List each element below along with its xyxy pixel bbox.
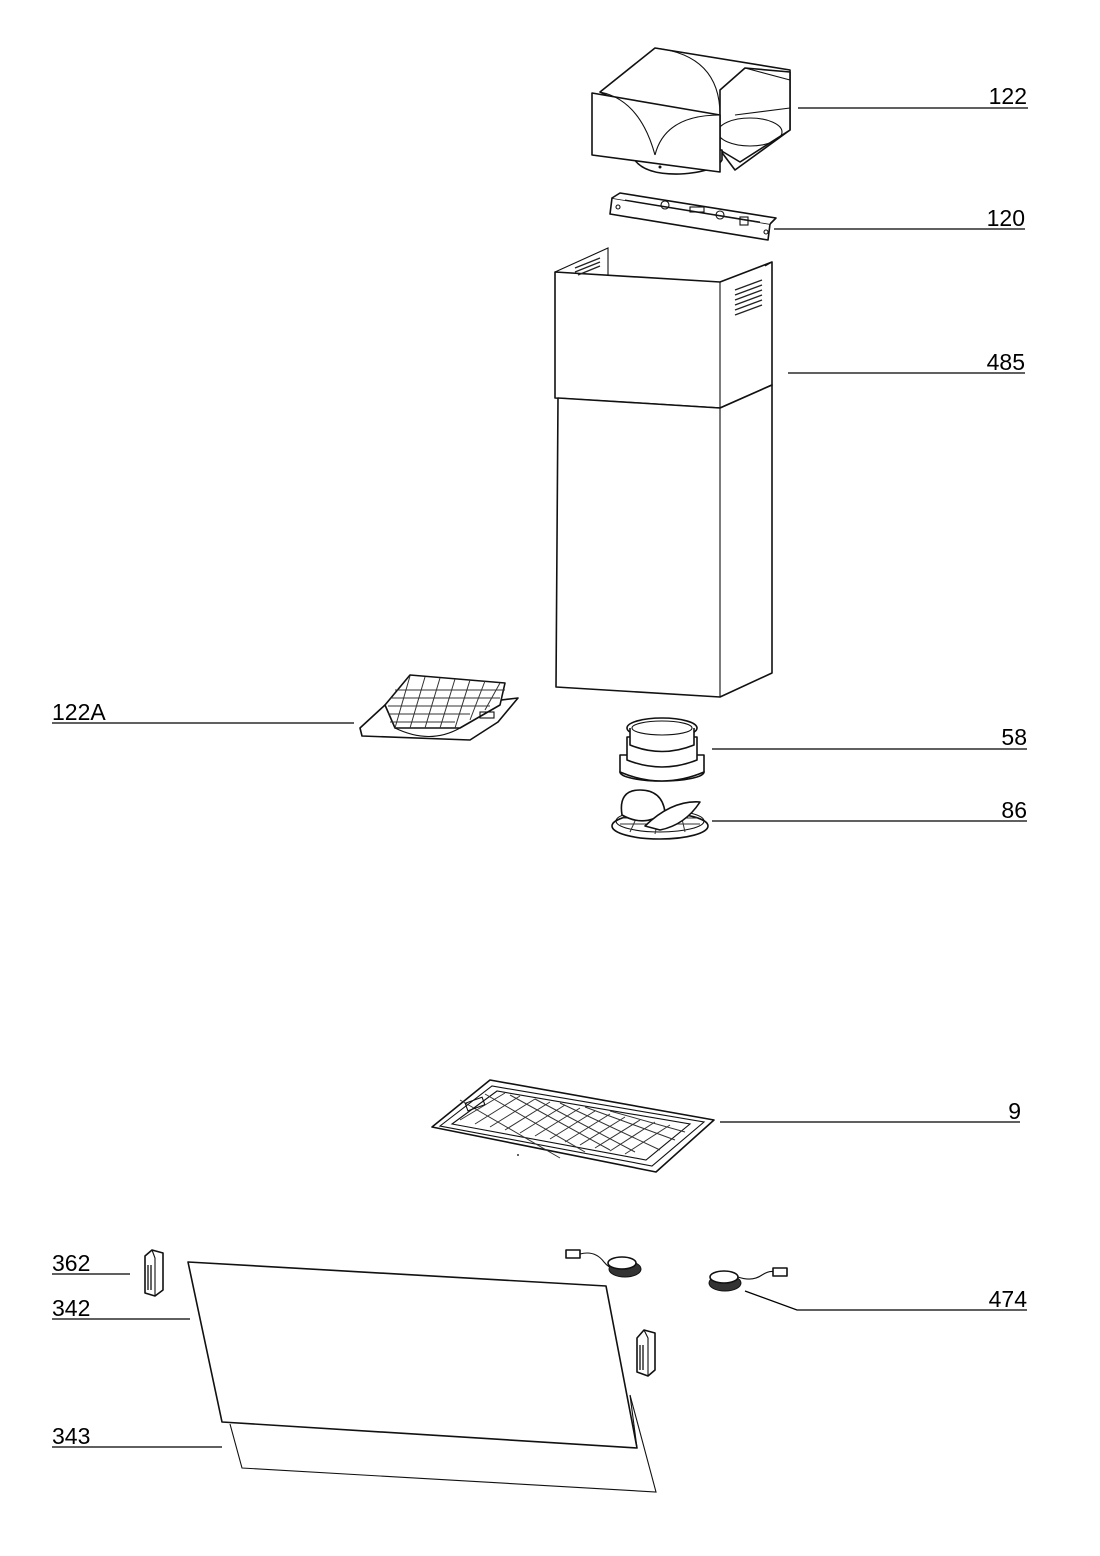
label-342: 342 xyxy=(52,1295,90,1321)
part-120-mounting-bracket xyxy=(609,192,777,241)
part-labels: 122 120 485 122A 58 86 9 362 342 474 343 xyxy=(52,83,1027,1449)
part-474-lamp-right xyxy=(708,1267,788,1292)
label-9: 9 xyxy=(1008,1098,1021,1124)
part-362-light-fixture-left xyxy=(144,1249,164,1297)
leader-lines xyxy=(52,107,1028,1448)
label-122: 122 xyxy=(989,83,1027,109)
label-343: 343 xyxy=(52,1423,90,1449)
label-485: 485 xyxy=(987,349,1025,375)
part-485-chimney xyxy=(554,247,773,698)
part-343-lower-panel xyxy=(229,1394,657,1493)
chimney-vent-left xyxy=(574,257,601,276)
label-122A: 122A xyxy=(52,699,106,725)
filter-pattern xyxy=(459,1092,686,1159)
chimney-vent-right xyxy=(734,279,763,316)
label-362: 362 xyxy=(52,1250,90,1276)
part-9-grease-filter xyxy=(431,1079,715,1173)
label-474: 474 xyxy=(989,1286,1028,1312)
part-86-check-valve xyxy=(611,789,709,840)
part-58-round-adapter xyxy=(619,717,705,782)
part-362-light-fixture-right xyxy=(636,1329,656,1377)
part-122A-charcoal-filter xyxy=(359,674,519,741)
part-122-air-deflector xyxy=(591,47,791,175)
leader-474 xyxy=(744,1290,1027,1311)
label-120: 120 xyxy=(987,205,1025,231)
filter-mesh-grid xyxy=(388,675,505,729)
label-58: 58 xyxy=(1001,724,1027,750)
part-342-glass-panel xyxy=(187,1261,638,1449)
label-86: 86 xyxy=(1001,797,1027,823)
part-474-lamp-left xyxy=(565,1249,642,1278)
